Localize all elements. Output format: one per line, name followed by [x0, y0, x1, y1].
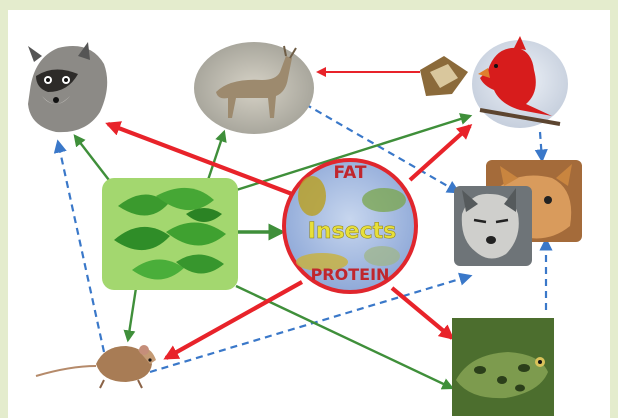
insects-hub: FAT Insects PROTEIN — [284, 160, 416, 292]
moth-icon — [364, 246, 400, 266]
leaves-icon — [102, 178, 238, 290]
beetle-icon — [298, 176, 326, 216]
deer-icon — [194, 42, 314, 134]
hub-label-fat: FAT — [333, 163, 366, 183]
hub-label-insects: Insects — [308, 219, 397, 244]
leaf-bug-icon — [362, 188, 406, 212]
hub-label-protein: PROTEIN — [311, 265, 390, 284]
frog-icon — [452, 318, 554, 416]
